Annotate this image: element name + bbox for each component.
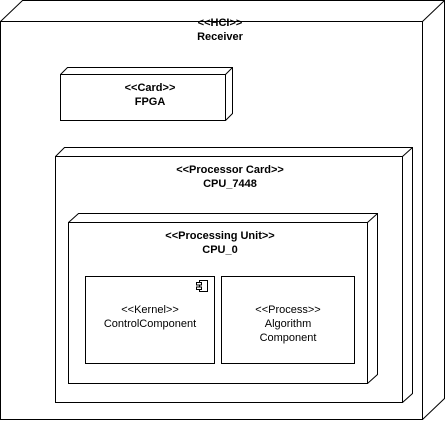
kernel-component-box: [85, 276, 215, 364]
cpu-card-stereotype: <<Processor Card>>: [176, 164, 284, 176]
cpu-card-name: CPU_7448: [203, 178, 257, 190]
processing-unit-node: [68, 213, 378, 384]
fpga-name: FPGA: [134, 96, 166, 108]
receiver-name: Receiver: [197, 31, 243, 43]
processing-unit-name: CPU_0: [202, 244, 238, 256]
kernel-name: ControlComponent: [103, 318, 197, 330]
component-icon: [196, 280, 208, 292]
process-component-box: [221, 276, 355, 364]
receiver-stereotype: <<HCI>>: [197, 17, 243, 29]
kernel-stereotype: <<Kernel>>: [121, 304, 179, 316]
processing-unit-stereotype: <<Processing Unit>>: [165, 230, 275, 242]
cpu-card-node: [55, 147, 413, 403]
fpga-node: [60, 67, 233, 121]
fpga-stereotype: <<Card>>: [124, 82, 176, 94]
process-name-line2: Component: [259, 332, 317, 344]
process-stereotype: <<Process>>: [255, 304, 321, 316]
process-name-line1: Algorithm: [264, 318, 312, 330]
